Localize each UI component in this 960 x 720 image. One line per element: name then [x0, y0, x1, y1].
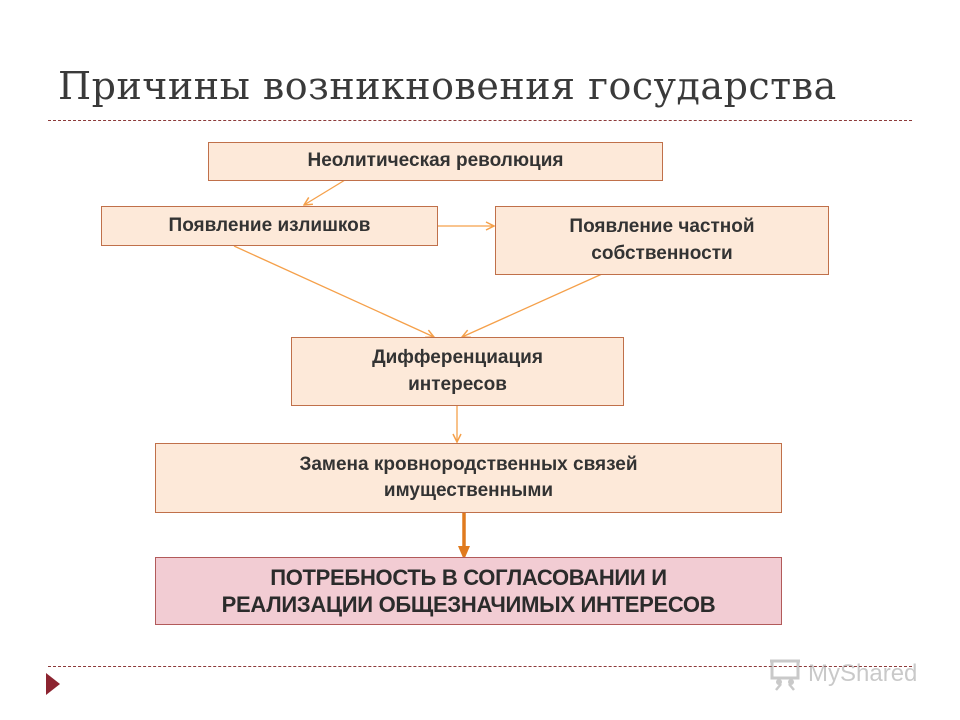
logo: MyShared: [768, 654, 928, 694]
node-label-line2: интересов: [408, 373, 507, 395]
title-divider: [48, 120, 912, 121]
node-label-line2: имущественными: [383, 480, 554, 501]
node-need-for-coordination: ПОТРЕБНОСТЬ В СОГЛАСОВАНИИ И РЕАЛИЗАЦИИ …: [155, 557, 782, 625]
node-label-line1: Появление частной: [569, 216, 755, 238]
node-label-line1: Дифференциация: [372, 347, 543, 369]
node-replacement-of-ties: Замена кровнородственных связей имуществ…: [155, 443, 782, 513]
presentation-board-icon: [770, 659, 800, 691]
node-label-line1: ПОТРЕБНОСТЬ В СОГЛАСОВАНИИ И: [270, 564, 667, 590]
arrow-neolithic-to-surplus: [304, 179, 346, 205]
node-label-line1: Замена кровнородственных связей: [299, 453, 638, 475]
node-label: Появление излишков: [168, 214, 371, 236]
logo-text: MyShared: [808, 660, 918, 687]
footer-divider: [48, 666, 912, 667]
arrow-property-to-differentiation: [462, 273, 603, 337]
node-differentiation: Дифференциация интересов: [291, 337, 624, 406]
node-label-line2: собственности: [591, 242, 733, 264]
node-neolithic-revolution: Неолитическая революция: [208, 142, 663, 181]
slide-title: Причины возникновения государства: [58, 64, 837, 108]
node-private-property: Появление частной собственности: [495, 206, 829, 275]
triangle-right-icon[interactable]: [46, 673, 60, 695]
node-label: Неолитическая революция: [307, 150, 564, 172]
node-surplus: Появление излишков: [101, 206, 438, 246]
arrow-surplus-to-differentiation: [233, 245, 434, 337]
node-label-line2: РЕАЛИЗАЦИИ ОБЩЕЗНАЧИМЫХ ИНТЕРЕСОВ: [221, 592, 716, 617]
